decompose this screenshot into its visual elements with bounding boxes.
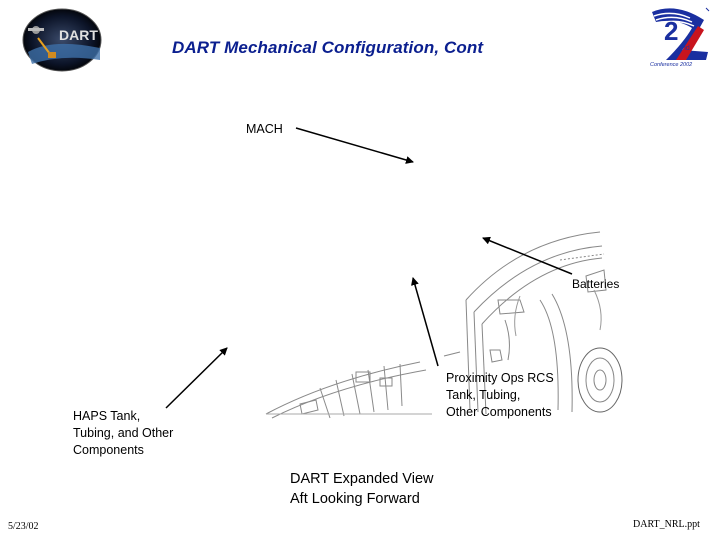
footer-filename: DART_NRL.ppt: [633, 519, 700, 530]
arrow-batteries: [482, 236, 573, 275]
dart-logo-text: DART: [59, 27, 98, 43]
label-mach: MACH: [246, 122, 283, 136]
arrow-mach: [295, 127, 414, 164]
label-haps: HAPS Tank, Tubing, and Other Components: [73, 408, 173, 459]
page-title: DART Mechanical Configuration, Cont: [172, 38, 484, 57]
label-batteries: Batteries: [572, 277, 620, 291]
caption-line-2: Aft Looking Forward: [290, 491, 420, 507]
arrow-proximity: [411, 277, 439, 367]
conference-logo-number: 2: [664, 16, 678, 46]
dart-logo: DART: [22, 8, 102, 72]
label-proximity-ops: Proximity Ops RCS Tank, Tubing, Other Co…: [446, 370, 576, 421]
conference-logo-superscript: nd: [682, 45, 690, 52]
label-proximity-line-2: Tank, Tubing,: [446, 388, 521, 402]
mechanical-drawing: [443, 231, 623, 415]
mechanical-drawing-lower: [265, 361, 432, 419]
label-haps-line-1: HAPS Tank,: [73, 409, 141, 423]
label-proximity-line-1: Proximity Ops RCS: [446, 371, 554, 385]
figure-caption: DART Expanded View Aft Looking Forward: [290, 469, 433, 509]
label-haps-line-2: Tubing, and Other: [73, 426, 174, 440]
arrow-haps: [165, 347, 228, 409]
label-haps-line-3: Components: [73, 443, 144, 457]
conference-logo-tagline: Conference 2002: [650, 62, 692, 68]
label-proximity-line-3: Other Components: [446, 405, 552, 419]
caption-line-1: DART Expanded View: [290, 471, 434, 487]
footer-date: 5/23/02: [8, 521, 39, 532]
conference-logo: 2 nd Conference 2002: [650, 7, 710, 68]
